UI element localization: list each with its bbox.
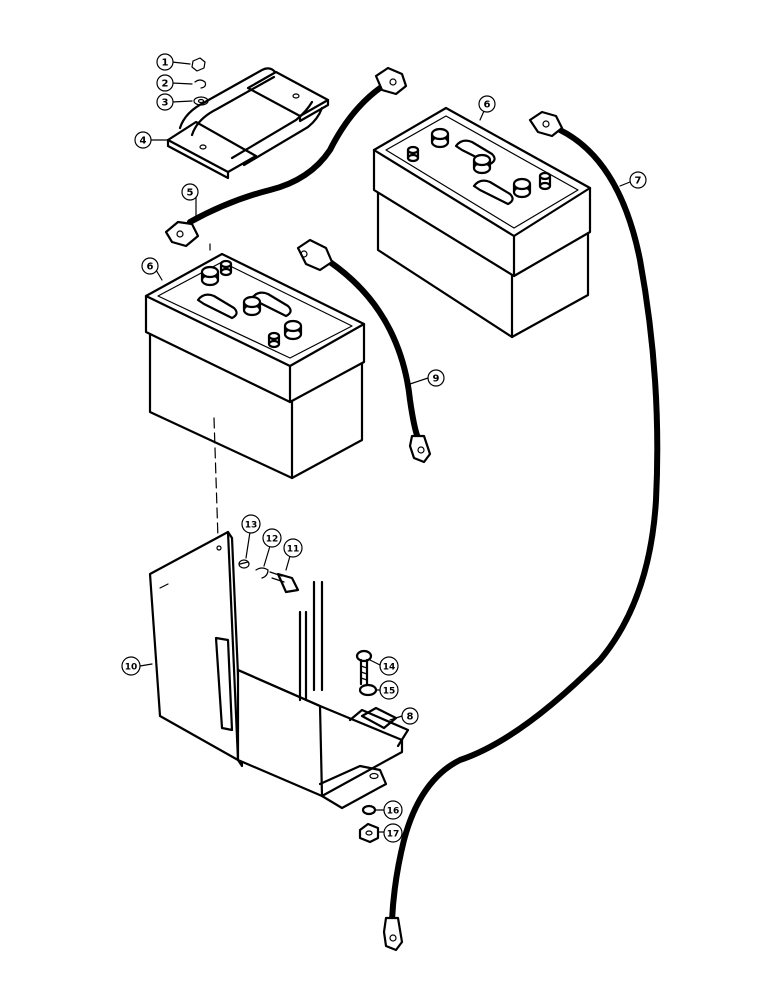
callout-2: 2	[156, 74, 174, 92]
callout-10: 10	[121, 656, 141, 676]
svg-text:5: 5	[187, 188, 194, 199]
svg-text:14: 14	[383, 663, 396, 673]
callout-15: 15	[379, 680, 399, 700]
callout-9: 9	[427, 369, 445, 387]
svg-text:7: 7	[635, 176, 642, 187]
svg-text:17: 17	[387, 830, 400, 840]
washer-3	[193, 96, 209, 106]
callout-3: 3	[156, 93, 174, 111]
svg-text:12: 12	[266, 535, 279, 545]
battery-tray	[148, 530, 410, 810]
washer-15	[358, 683, 378, 697]
svg-text:6: 6	[484, 100, 491, 111]
callout-8: 8	[401, 707, 419, 725]
callout-5: 5	[181, 183, 199, 201]
callout-7: 7	[629, 171, 647, 189]
bolt-14	[355, 649, 373, 686]
callout-13: 13	[241, 514, 261, 534]
callout-11: 11	[283, 538, 303, 558]
nut-17	[358, 822, 380, 844]
svg-text:3: 3	[162, 98, 169, 109]
cable-7	[382, 110, 661, 952]
callout-12: 12	[262, 528, 282, 548]
svg-text:2: 2	[162, 79, 169, 90]
battery-right	[372, 106, 592, 339]
callout-4: 4	[134, 131, 152, 149]
nut-1	[191, 57, 206, 72]
callout-17: 17	[383, 823, 403, 843]
svg-text:15: 15	[383, 687, 396, 697]
battery-left	[144, 252, 366, 480]
lock-washer-2	[194, 79, 207, 89]
hardware-11-13	[238, 559, 300, 594]
callout-6-right: 6	[478, 95, 496, 113]
svg-text:8: 8	[407, 712, 414, 723]
callout-16: 16	[383, 800, 403, 820]
hold-down-clamp	[166, 67, 330, 180]
cable-9	[296, 238, 432, 464]
svg-text:6: 6	[147, 262, 154, 273]
svg-text:9: 9	[433, 374, 440, 385]
washer-16	[361, 804, 377, 816]
cable-5	[164, 66, 408, 248]
svg-text:4: 4	[140, 136, 147, 147]
callout-1: 1	[156, 53, 174, 71]
svg-text:11: 11	[287, 545, 300, 555]
callout-6-left: 6	[141, 257, 159, 275]
svg-text:1: 1	[162, 58, 169, 69]
callout-14: 14	[379, 656, 399, 676]
svg-text:13: 13	[245, 521, 258, 531]
svg-text:10: 10	[125, 663, 138, 673]
svg-text:16: 16	[387, 807, 400, 817]
